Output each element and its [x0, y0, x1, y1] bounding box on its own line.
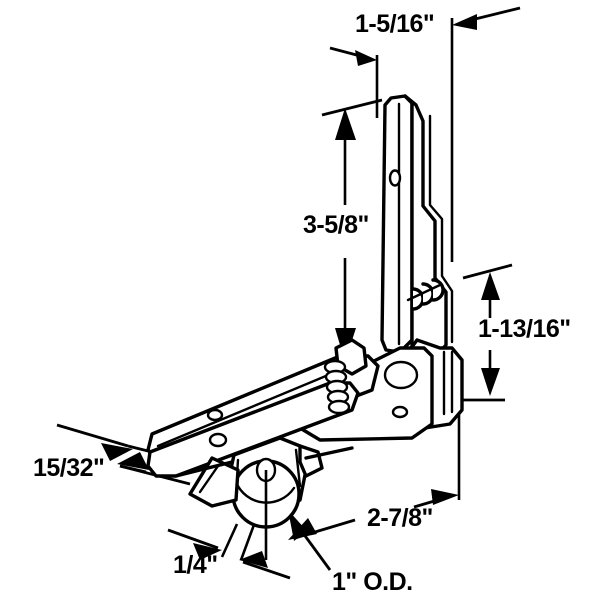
arrowhead-width-top-left — [355, 50, 377, 66]
spring-coil-bottom — [327, 399, 351, 415]
lower-arm-large-hole — [383, 360, 419, 390]
arrowhead-thickness-upper — [101, 443, 133, 461]
coil-spring — [323, 359, 351, 415]
vertical-arm-plate — [380, 94, 414, 354]
roller-bracket-left-tab — [188, 456, 240, 508]
arrowhead-height-plate-top — [481, 272, 500, 300]
dim-label-width-top: 1-5/16" — [355, 10, 434, 38]
dim-label-height-mount-plate: 1-13/16" — [478, 315, 571, 343]
horizontal-arm-upper-fold — [156, 366, 347, 448]
arrowhead-height-arm-top — [335, 108, 356, 140]
dim-label-height-vertical-arm: 3-5/8" — [303, 211, 369, 239]
dim-label-thickness-arm: 15/32" — [33, 454, 104, 482]
horizontal-arm-hole — [206, 408, 224, 422]
hinge-knuckle-baseline — [406, 283, 442, 302]
dim-label-roller-diameter: 1" O.D. — [332, 568, 413, 596]
dimension-labels-group: 1-5/16" 3-5/8" 1-13/16" 15/32" 1/4" 2-7/… — [33, 10, 571, 596]
rear-flange-inner-edge — [428, 114, 454, 344]
leader-thickness-upper — [56, 423, 129, 448]
ext-line-roller-gap-left — [220, 523, 239, 558]
arrowhead-base-length-right — [431, 489, 459, 505]
dim-label-roller-gap: 1/4" — [173, 551, 218, 579]
ext-line-roller-gap-right — [239, 521, 257, 561]
leader-roller-gap-left — [167, 528, 219, 550]
dim-label-length-base: 2-7/8" — [367, 504, 433, 532]
roller-wheel-inner-arc — [234, 480, 296, 504]
hinge-knuckle-2 — [421, 282, 435, 306]
hinge-knuckle-1 — [411, 287, 425, 311]
strut-right — [304, 446, 354, 460]
leader-roller-gap-right — [242, 560, 291, 580]
mounting-plate-fold-lines — [442, 350, 454, 416]
leader-height-arm-top — [321, 98, 383, 117]
ext-tick-thickness-lower — [119, 464, 147, 474]
hinge-knuckle-3 — [431, 278, 445, 302]
arrowhead-thickness-lower — [117, 452, 149, 470]
arrowhead-roller-od — [288, 510, 307, 541]
strut-left — [174, 460, 234, 478]
bracket-part-group — [146, 94, 464, 560]
vertical-arm-rear-flange — [403, 94, 448, 362]
arrowhead-width-top-right — [452, 14, 477, 30]
roller-bracket-left-tab-fold — [198, 464, 220, 494]
horizontal-arm-lower-hole — [208, 432, 228, 448]
roller-bracket-right-tab — [298, 444, 324, 478]
leader-height-plate-top — [462, 263, 513, 280]
vertical-arm-hole — [388, 169, 402, 187]
lower-arm-small-hole-1 — [391, 405, 409, 419]
arrowhead-roller-gap-left — [193, 543, 222, 560]
arrowhead-height-plate-bottom — [481, 368, 500, 396]
arrowhead-roller-gap-right — [239, 551, 268, 568]
